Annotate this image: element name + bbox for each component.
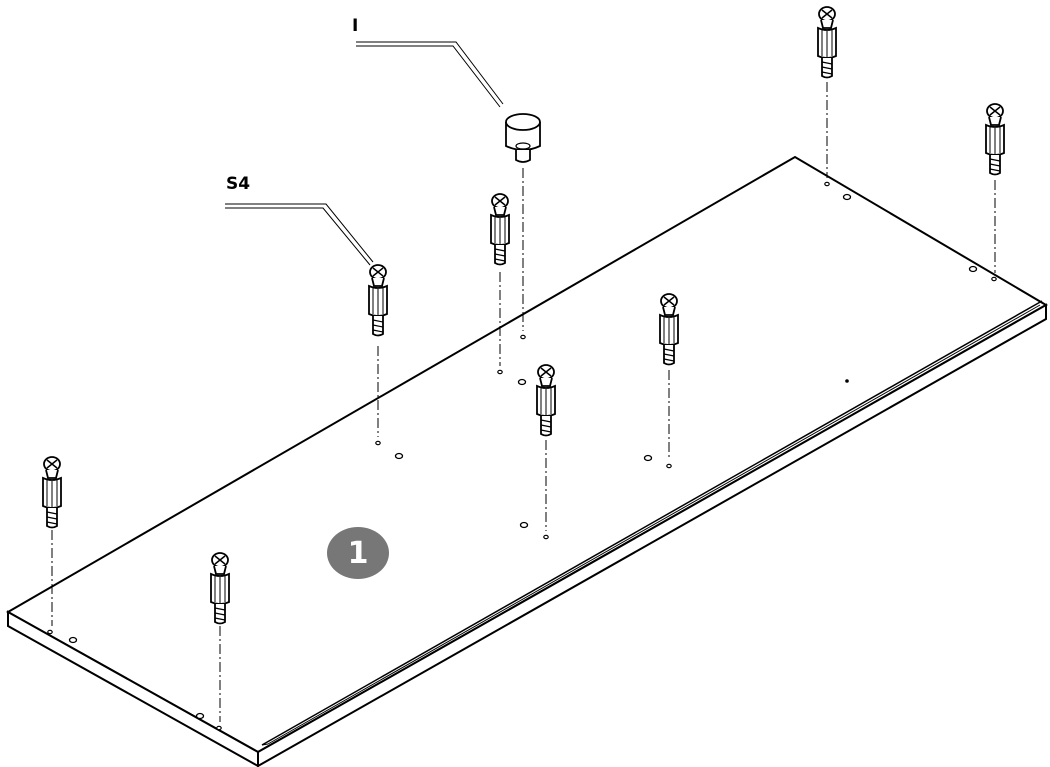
screw-part [490, 193, 510, 266]
screw-part [42, 456, 62, 529]
board-holes [47, 181, 997, 731]
step-number-badge: 1 [327, 527, 389, 579]
screw-callout-label: S4 [226, 174, 251, 194]
guide-lines [51, 82, 996, 722]
callout-leaders [225, 41, 504, 266]
insert-callout-label: I [352, 16, 359, 36]
screw-part [368, 264, 388, 337]
insert-part [505, 113, 541, 163]
panel-board [5, 155, 1048, 767]
screw-part [817, 6, 837, 79]
screw-part [985, 103, 1005, 176]
